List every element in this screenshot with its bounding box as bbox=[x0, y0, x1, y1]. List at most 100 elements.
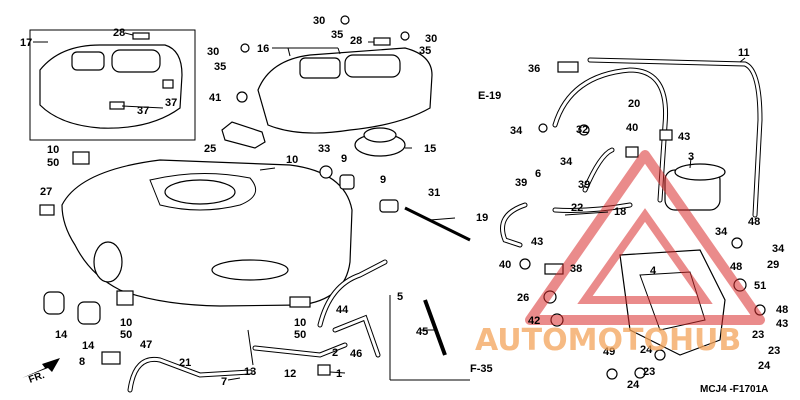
clip-36 bbox=[557, 61, 579, 73]
label-37b: 37 bbox=[165, 97, 177, 109]
pump-cap bbox=[674, 163, 726, 181]
label-35c: 35 bbox=[419, 45, 431, 57]
label-4: 4 bbox=[650, 265, 657, 277]
label-35b: 35 bbox=[214, 61, 226, 73]
bolt-48a bbox=[731, 237, 743, 249]
label-10c: 10 bbox=[120, 317, 132, 329]
label-6: 6 bbox=[535, 168, 541, 180]
diagram-code: MCJ4 -F1701A bbox=[700, 384, 768, 395]
label-11: 11 bbox=[738, 47, 750, 59]
bolt-30a bbox=[240, 43, 250, 53]
collar-9b bbox=[379, 199, 399, 213]
label-27: 27 bbox=[40, 186, 52, 198]
label-40b: 40 bbox=[499, 259, 511, 271]
label-13: 13 bbox=[244, 366, 256, 378]
clamp-1 bbox=[317, 364, 331, 376]
bolt-49 bbox=[606, 368, 618, 380]
bracket-25 bbox=[221, 121, 266, 149]
label-49: 49 bbox=[603, 346, 615, 358]
label-32: 32 bbox=[576, 124, 588, 136]
bolt-31 bbox=[404, 206, 471, 242]
label-34b: 34 bbox=[560, 156, 573, 168]
front-arrow bbox=[22, 358, 60, 378]
label-43b: 43 bbox=[531, 236, 543, 248]
label-23a: 23 bbox=[752, 329, 764, 341]
watermark-text: AUTOMOTOHUB bbox=[475, 323, 741, 358]
inset-cover bbox=[39, 44, 183, 129]
label-18: 18 bbox=[614, 206, 626, 218]
tank-filler bbox=[164, 179, 236, 205]
label-22: 22 bbox=[571, 202, 583, 214]
label-38: 38 bbox=[570, 263, 582, 275]
label-23c: 23 bbox=[768, 345, 780, 357]
label-46: 46 bbox=[350, 348, 362, 360]
label-5: 5 bbox=[397, 291, 403, 303]
label-24a: 24 bbox=[640, 344, 653, 356]
ref-f35: F-35 bbox=[470, 363, 493, 375]
grommet-32 bbox=[578, 124, 590, 136]
leader-lines bbox=[33, 32, 746, 381]
label-1: 1 bbox=[336, 368, 342, 380]
label-9b: 9 bbox=[380, 174, 386, 186]
ref-e19: E-19 bbox=[478, 90, 501, 102]
inset-frame bbox=[29, 29, 196, 141]
label-42: 42 bbox=[528, 315, 540, 327]
label-48a: 48 bbox=[748, 216, 760, 228]
inset-cover-window-2 bbox=[111, 49, 161, 73]
part-labels: 17 28 37 37 30 35 28 30 35 16 30 35 41 2… bbox=[20, 15, 788, 395]
label-25: 25 bbox=[204, 143, 216, 155]
inset-badge-28 bbox=[132, 32, 150, 40]
clip-40a bbox=[625, 146, 639, 158]
hose-20 bbox=[552, 67, 669, 203]
label-35a: 35 bbox=[331, 29, 343, 41]
label-14a: 14 bbox=[55, 329, 68, 341]
label-20: 20 bbox=[628, 98, 640, 110]
label-23b: 23 bbox=[643, 366, 655, 378]
washer-34a bbox=[538, 123, 548, 133]
bolt-41 bbox=[236, 91, 248, 103]
pad-50b bbox=[116, 290, 134, 306]
label-48b: 48 bbox=[730, 261, 742, 273]
label-33: 33 bbox=[318, 143, 330, 155]
label-7: 7 bbox=[221, 376, 227, 388]
hose-45 bbox=[423, 299, 447, 356]
pad-50c bbox=[289, 296, 311, 308]
grommet-33 bbox=[319, 165, 333, 179]
label-45: 45 bbox=[416, 326, 428, 338]
label-30c: 30 bbox=[425, 33, 437, 45]
console-window bbox=[299, 57, 341, 79]
label-17: 17 bbox=[20, 37, 32, 49]
bolt-30b bbox=[340, 15, 350, 25]
label-34a: 34 bbox=[510, 125, 523, 137]
watermark-triangle-inner bbox=[577, 208, 713, 304]
label-48c: 48 bbox=[776, 304, 788, 316]
label-9a: 9 bbox=[341, 153, 347, 165]
damper-14b bbox=[77, 301, 101, 325]
watermark-triangle bbox=[525, 150, 765, 325]
label-24c: 24 bbox=[758, 360, 771, 372]
nut-40b bbox=[519, 258, 531, 270]
damper-14a bbox=[43, 291, 65, 315]
label-16: 16 bbox=[257, 43, 269, 55]
console-window-2 bbox=[344, 54, 401, 78]
label-34d: 34 bbox=[772, 243, 785, 255]
label-21: 21 bbox=[179, 357, 191, 369]
label-29: 29 bbox=[767, 259, 779, 271]
label-50a: 50 bbox=[47, 157, 59, 169]
badge-28 bbox=[373, 37, 391, 46]
tank-emblem bbox=[211, 259, 289, 281]
label-2: 2 bbox=[332, 347, 338, 359]
bolt-30c bbox=[400, 31, 410, 41]
label-51: 51 bbox=[754, 280, 766, 292]
tank-flange bbox=[149, 172, 257, 211]
label-30a: 30 bbox=[313, 15, 325, 27]
tank-knee-pad bbox=[93, 241, 123, 283]
label-40a: 40 bbox=[626, 122, 638, 134]
bolt-23a bbox=[654, 349, 666, 361]
label-15: 15 bbox=[424, 143, 436, 155]
fuel-cap-top bbox=[363, 127, 397, 143]
label-43c: 43 bbox=[776, 318, 788, 330]
label-3: 3 bbox=[688, 151, 694, 163]
label-37a: 37 bbox=[137, 105, 149, 117]
label-14b: 14 bbox=[82, 340, 95, 352]
